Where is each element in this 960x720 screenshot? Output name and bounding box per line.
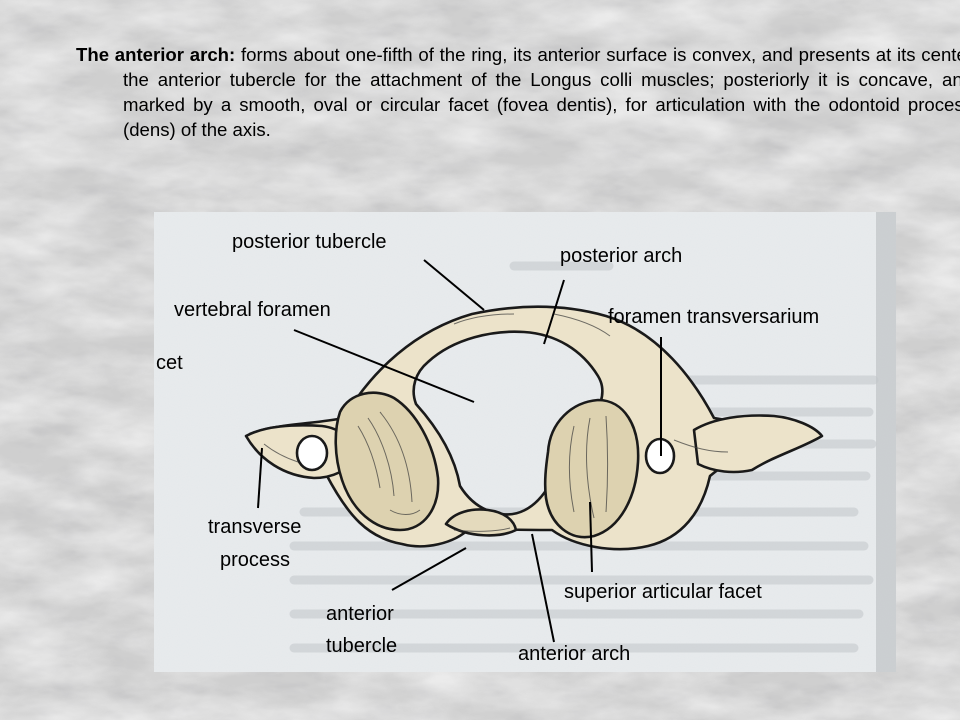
label-facet-fragment: cet xyxy=(156,352,183,374)
label-superior-articular-facet: superior articular facet xyxy=(564,581,762,603)
atlas-bone xyxy=(244,305,824,551)
leader-transverse-process xyxy=(257,447,263,509)
label-transverse: transverse xyxy=(208,516,301,538)
anterior-tubercle-shape xyxy=(444,508,518,537)
left-foramen-transversarium xyxy=(295,434,329,472)
description-text: forms about one-fifth of the ring, its a… xyxy=(123,44,960,140)
label-posterior-tubercle: posterior tubercle xyxy=(232,231,387,253)
label-tubercle: tubercle xyxy=(326,635,397,657)
label-vertebral-foramen: vertebral foramen xyxy=(174,299,331,321)
left-superior-articular-facet xyxy=(334,391,440,532)
label-posterior-arch: posterior arch xyxy=(560,245,682,267)
bone-shading xyxy=(263,313,729,532)
heading-anterior-arch: The anterior arch: xyxy=(76,44,236,65)
atlas-vertebra-figure: posterior tubercle posterior arch verteb… xyxy=(154,212,896,672)
leader-anterior-arch xyxy=(531,533,555,643)
leader-anterior-tubercle xyxy=(391,547,467,591)
label-foramen-transversarium: foramen transversarium xyxy=(608,306,819,328)
right-superior-articular-facet xyxy=(543,398,640,539)
label-process: process xyxy=(220,549,290,571)
leader-lines xyxy=(257,259,662,643)
right-transverse-process xyxy=(692,414,824,474)
leader-superior-articular-facet xyxy=(589,501,593,573)
leader-posterior-tubercle xyxy=(423,259,485,311)
leader-vertebral-foramen xyxy=(293,329,475,403)
description-paragraph: The anterior arch: forms about one-fifth… xyxy=(76,42,960,142)
label-anterior: anterior xyxy=(326,603,394,625)
label-anterior-arch: anterior arch xyxy=(518,643,630,665)
leader-posterior-arch xyxy=(543,279,565,345)
